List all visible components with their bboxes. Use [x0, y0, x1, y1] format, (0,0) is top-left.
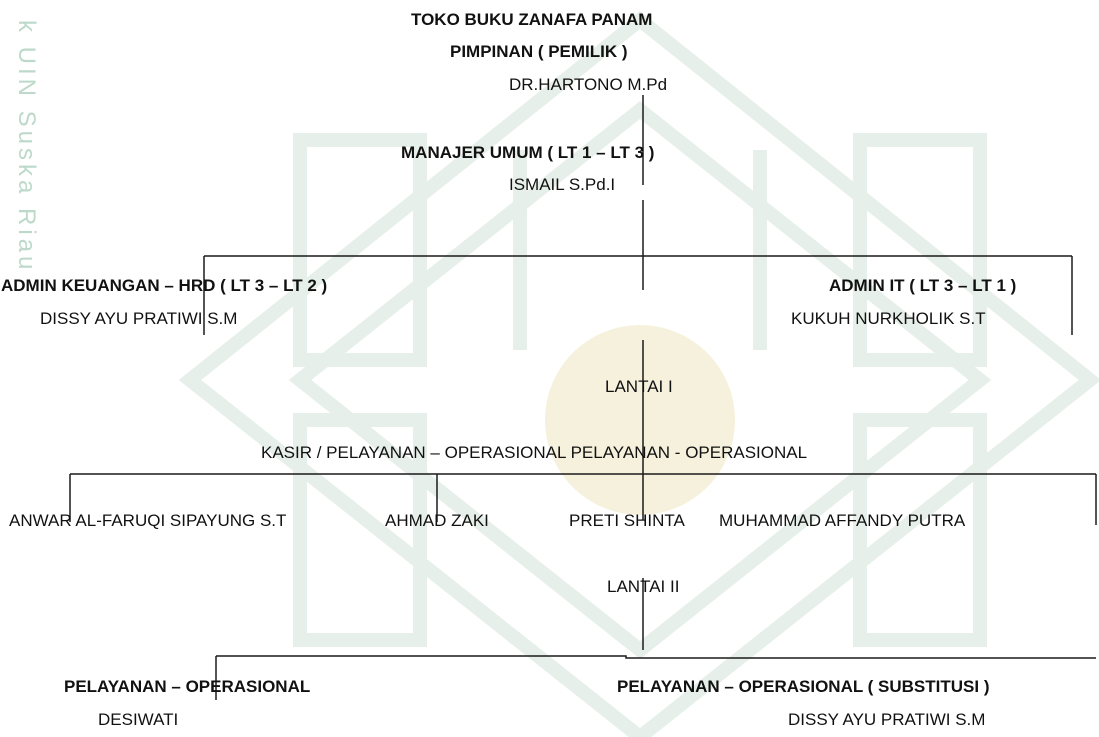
floor2-left-name: DESIWATI: [98, 710, 179, 729]
admin-it-title: ADMIN IT ( LT 3 – LT 1 ): [829, 276, 1017, 295]
floor1-roles-caption: KASIR / PELAYANAN – OPERASIONAL PELAYANA…: [261, 443, 808, 462]
manager-name: ISMAIL S.Pd.I: [509, 175, 616, 194]
floor2-left-role: PELAYANAN – OPERASIONAL: [64, 677, 311, 696]
floor1-staff-3: PRETI SHINTA: [569, 511, 685, 530]
admin-it-name: KUKUH NURKHOLIK S.T: [791, 309, 986, 328]
floor1-staff-2: AHMAD ZAKI: [385, 511, 489, 530]
admin-finance-title: ADMIN KEUANGAN – HRD ( LT 3 – LT 2 ): [1, 276, 328, 295]
floor2-label: LANTAI II: [607, 577, 680, 596]
floor2-horizontal-bar: [216, 655, 1096, 659]
leader-title: PIMPINAN ( PEMILIK ): [450, 42, 628, 61]
floor2-right-role: PELAYANAN – OPERASIONAL ( SUBSTITUSI ): [617, 677, 990, 696]
store-name: TOKO BUKU ZANAFA PANAM: [411, 10, 653, 29]
floor2-right-name: DISSY AYU PRATIWI S.M: [788, 710, 986, 729]
admin-finance-name: DISSY AYU PRATIWI S.M: [40, 309, 238, 328]
watermark-text: k UIN Suska Riau: [13, 20, 40, 274]
floor1-staff-4: MUHAMMAD AFFANDY PUTRA: [719, 511, 966, 530]
manager-title: MANAJER UMUM ( LT 1 – LT 3 ): [401, 143, 655, 162]
floor1-label: LANTAI I: [605, 377, 673, 396]
leader-name: DR.HARTONO M.Pd: [509, 75, 668, 94]
floor1-staff-1: ANWAR AL-FARUQI SIPAYUNG S.T: [9, 511, 287, 530]
